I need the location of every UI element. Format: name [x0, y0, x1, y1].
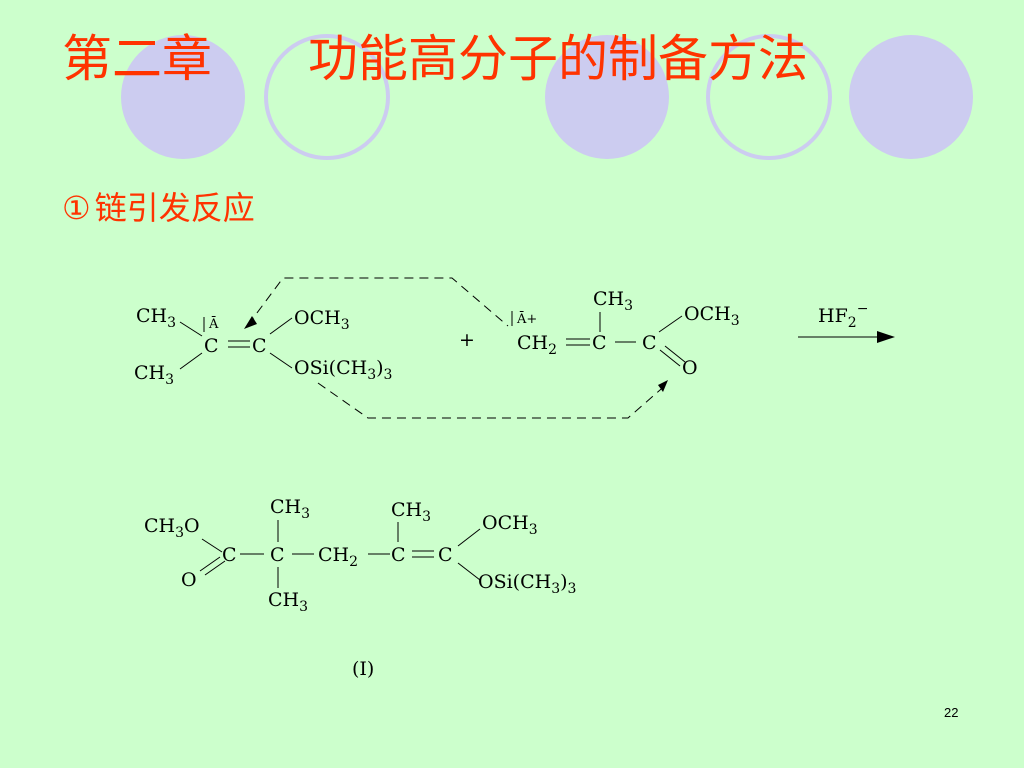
r1-och3-sub: 3 — [341, 317, 350, 333]
svg-text:CH2: CH2 — [318, 544, 358, 570]
svg-text:CH3: CH3 — [391, 499, 431, 525]
p-ch2-sub: 2 — [349, 554, 358, 570]
svg-text:CH2: CH2 — [517, 332, 557, 358]
catalyst-sub: 2 — [848, 315, 857, 331]
p-ch3-bottom-1: CH — [268, 589, 299, 611]
p-osi-close: ) — [560, 571, 567, 593]
r1-osi-close-sub: 3 — [384, 367, 393, 383]
decorative-circles — [121, 34, 973, 160]
p-ch3-top-1: CH — [270, 496, 301, 518]
r1-osi-sub: 3 — [367, 367, 376, 383]
p-och3-sub: 3 — [529, 522, 538, 538]
svg-text:CH3: CH3 — [268, 589, 308, 615]
svg-text:OCH3: OCH3 — [482, 512, 538, 538]
svg-text:CH3O: CH3O — [144, 515, 200, 541]
title-chapter: 第二章 — [62, 30, 212, 88]
p-carbon-1: C — [222, 544, 237, 566]
catalyst: HF — [818, 305, 848, 327]
svg-text:HF2−: HF2− — [818, 301, 868, 331]
svg-text:CH3: CH3 — [593, 288, 633, 314]
p-ch3-bottom-1-sub: 3 — [299, 599, 308, 615]
p-ch3o-o: O — [184, 515, 200, 537]
r2-och3: OCH — [684, 303, 731, 325]
p-ch3o-sub: 3 — [175, 525, 184, 541]
r2-ch2-sub: 2 — [548, 342, 557, 358]
r1-ch3-top: CH — [136, 305, 167, 327]
r2-ch3-sub: 3 — [624, 298, 633, 314]
svg-text:Ā+: Ā+ — [516, 311, 537, 327]
svg-text:OSi(CH3)3: OSi(CH3)3 — [294, 357, 392, 383]
r1-ch3-top-sub: 3 — [167, 315, 176, 331]
plus-sign: + — [459, 329, 475, 351]
p-osi-sub: 3 — [551, 581, 560, 597]
r1-anion-label: Ā — [208, 316, 219, 332]
svg-text:OCH3: OCH3 — [294, 307, 350, 333]
r2-ch2: CH — [517, 332, 548, 354]
r2-carbon-right: C — [642, 332, 657, 354]
p-ch3-top-1-sub: 3 — [301, 506, 310, 522]
subtitle-marker: ① — [62, 189, 91, 227]
p-carbon-4: C — [438, 544, 453, 566]
r2-och3-sub: 3 — [731, 313, 740, 329]
r1-ch3-bottom: CH — [134, 362, 165, 384]
svg-text:OSi(CH3)3: OSi(CH3)3 — [478, 571, 576, 597]
p-osi-close-sub: 3 — [568, 581, 577, 597]
r2-anion-label: Ā — [516, 311, 527, 327]
svg-text:CH3: CH3 — [270, 496, 310, 522]
r1-carbon-right: C — [252, 335, 267, 357]
catalyst-charge: − — [857, 301, 869, 317]
title-topic: 功能高分子的制备方法 — [308, 30, 808, 88]
p-carbon-3: C — [391, 544, 406, 566]
p-ch3-top-2-sub: 3 — [422, 509, 431, 525]
r2-ch3: CH — [593, 288, 624, 310]
r2-charge: + — [526, 312, 537, 327]
r1-osi: OSi(CH — [294, 357, 367, 379]
svg-text:OCH3: OCH3 — [684, 303, 740, 329]
p-och3: OCH — [482, 512, 529, 534]
p-osi: OSi(CH — [478, 571, 551, 593]
r1-och3: OCH — [294, 307, 341, 329]
p-carbon-2: C — [270, 544, 285, 566]
page-number: 22 — [944, 705, 959, 720]
p-oxygen: O — [181, 569, 197, 591]
r2-carbon-middle: C — [592, 332, 607, 354]
slide-title: 第二章 功能高分子的制备方法 — [62, 26, 942, 92]
r1-ch3-bottom-sub: 3 — [165, 372, 174, 388]
svg-text:CH3: CH3 — [136, 305, 176, 331]
r1-osi-close: ) — [376, 357, 383, 379]
r1-carbon-left: C — [204, 335, 219, 357]
product-label: (Ⅰ) — [352, 658, 374, 680]
p-ch3-top-2: CH — [391, 499, 422, 521]
r2-oxygen: O — [682, 357, 698, 379]
p-ch2: CH — [318, 544, 349, 566]
svg-text:CH3: CH3 — [134, 362, 174, 388]
p-ch3o: CH — [144, 515, 175, 537]
subtitle-label: 链引发反应 — [94, 189, 255, 227]
